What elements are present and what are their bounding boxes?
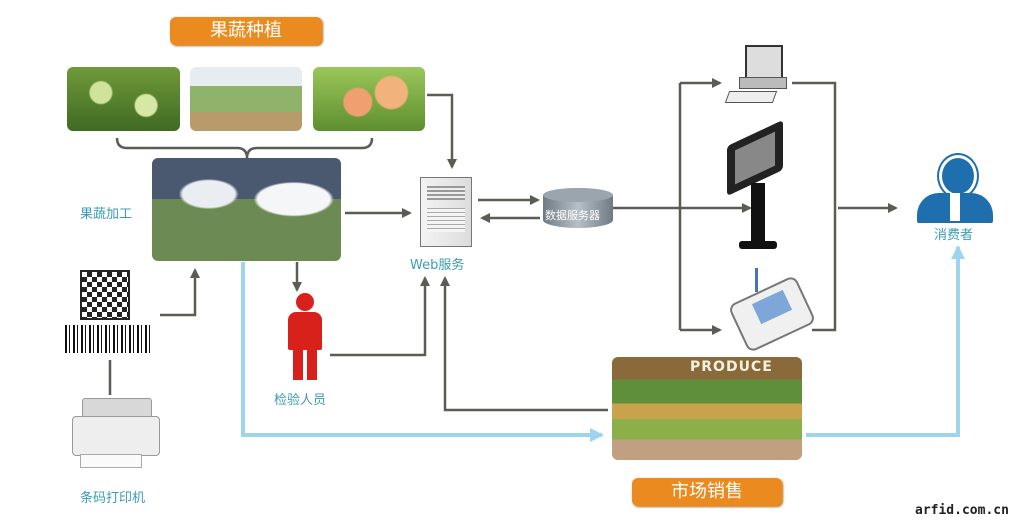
flow-processing-to-market [241,262,604,442]
fruit-photo [313,67,425,131]
arrow-barcode-to-processing [160,268,200,317]
bracket-photos [115,137,374,159]
web-server-icon [420,177,472,247]
kiosk-terminal-icon [725,119,787,250]
web-service-label: Web服务 [410,258,465,273]
arrow-market-to-web [440,276,608,412]
collect-line [792,81,837,332]
market-title: 市场销售 [632,478,782,506]
produce-sign: PRODUCE [690,359,773,375]
greenhouse-photo [190,67,302,131]
printer-icon [72,398,160,470]
flow-market-to-consumer [806,245,965,437]
consumer-label: 消费者 [934,228,974,243]
arrow-photos-to-web [427,93,457,169]
supermarket-photo: PRODUCE [612,357,802,460]
planting-title: 果蔬种植 [170,17,322,45]
inspector-icon [283,293,327,381]
barcode-icon [65,325,150,353]
qr-code-icon [80,270,130,320]
processing-photo [152,158,341,261]
arrow-inspector-to-web [330,276,430,357]
printer-label: 条码打印机 [80,491,146,506]
consumer-icon [915,155,995,225]
database-server-icon: 数据服务器 [543,188,613,228]
inspector-label: 检验人员 [274,393,327,408]
db-server-label: 数据服务器 [545,209,600,222]
desktop-computer-icon [724,45,787,105]
watermark: arfid.com.cn [915,503,1009,518]
vegetable-field-photo [67,67,180,131]
processing-label: 果蔬加工 [80,207,133,222]
handheld-reader-icon [727,268,817,354]
